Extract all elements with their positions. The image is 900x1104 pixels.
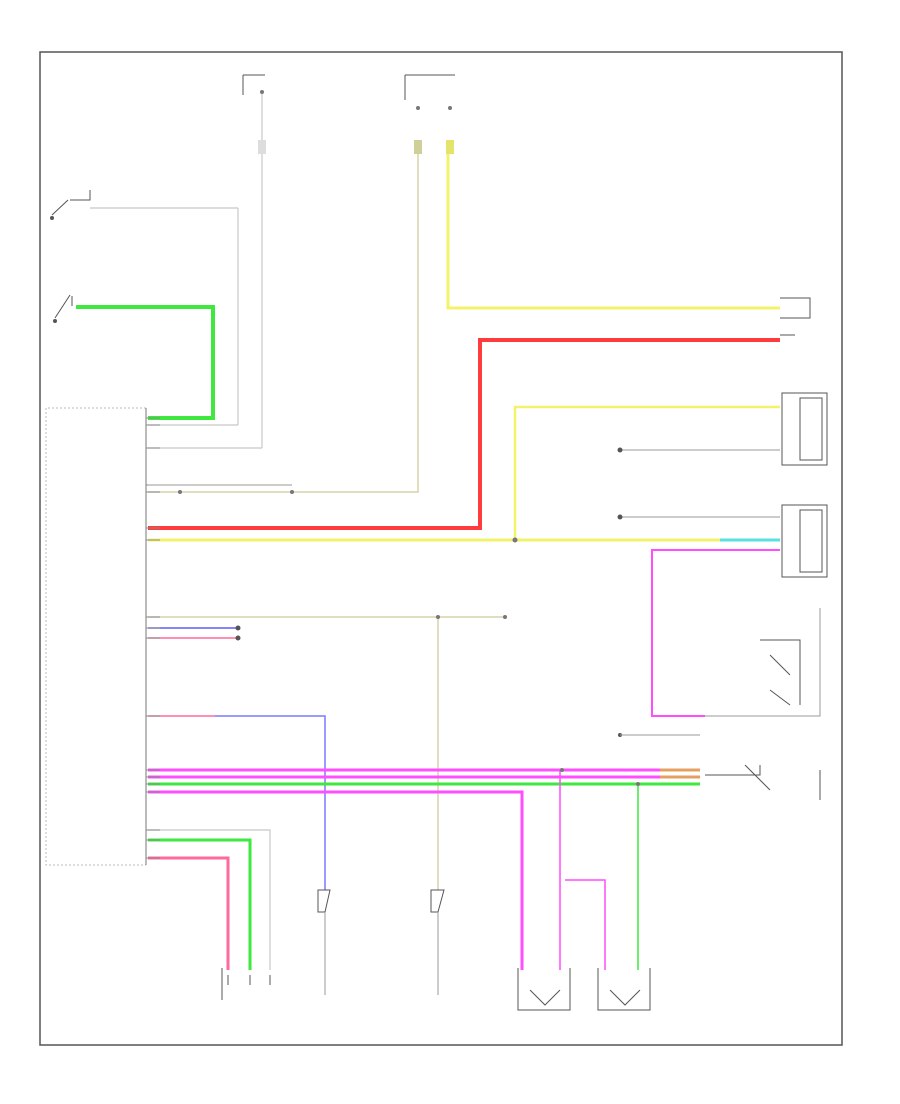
module-pin-ticks: [146, 417, 160, 859]
right-connector-top: [780, 297, 811, 336]
wire-magenta-passenger: [148, 790, 524, 970]
wire-magenta-loop: [651, 549, 780, 717]
passenger-door-switch: [53, 294, 73, 323]
wire-blue-sensor: [215, 715, 326, 890]
wire-pink-lower: [148, 856, 230, 970]
door-switch: [50, 190, 239, 426]
passenger-lock-actuator: [517, 968, 571, 1011]
power-window-switch-upper: [781, 392, 828, 466]
body-control-module-outline: [45, 407, 146, 866]
wire-gray-loop: [705, 608, 821, 717]
top-fuse-left: [148, 74, 266, 449]
wire-yellow-branch: [513, 405, 780, 540]
wire-magenta-rear: [565, 879, 606, 970]
wire-gray-lower: [148, 829, 271, 970]
top-fuse-right: [404, 74, 455, 154]
wire-green-lower: [148, 838, 252, 970]
splice: [512, 537, 518, 543]
sensor-center: [430, 889, 445, 995]
power-window-switch-lower: [781, 504, 828, 578]
wire-yellow-top: [446, 154, 780, 310]
door-lock-actuator: [705, 764, 771, 791]
wire-green-passenger: [76, 305, 215, 420]
lower-left-switch: [221, 968, 271, 1000]
wire-red: [148, 338, 780, 530]
sensor-left: [317, 889, 331, 995]
diagram-frame: [39, 51, 843, 1046]
wire-tan-fuse: [148, 154, 419, 493]
door-lock-switch: [760, 639, 801, 706]
fuel-lid-actuator: [597, 968, 651, 1011]
